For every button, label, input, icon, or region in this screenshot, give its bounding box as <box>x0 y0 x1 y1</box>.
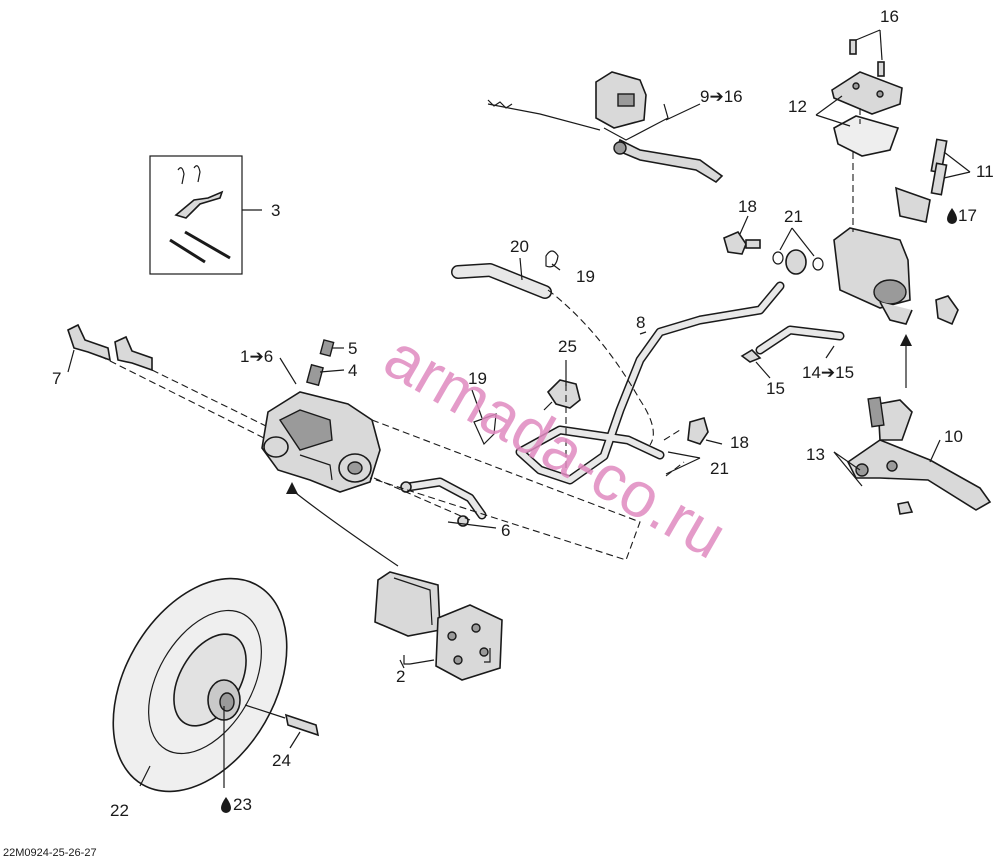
master-cylinder-clamp <box>895 186 931 223</box>
bleeder-cap <box>319 339 335 357</box>
callout-14-15[interactable]: 14➔15 <box>802 363 854 382</box>
callout-4[interactable]: 4 <box>348 361 357 380</box>
callout-18-lower[interactable]: 18 <box>730 433 749 452</box>
brake-pad-front <box>374 571 441 637</box>
brake-pad-rear <box>435 604 503 681</box>
callout-11[interactable]: 11 <box>976 162 994 181</box>
pad-spring-clip <box>400 477 487 527</box>
hose-clamp-lower <box>473 413 497 446</box>
callout-6[interactable]: 6 <box>501 521 510 540</box>
banjo-bolt-lower <box>687 417 709 445</box>
callout-19-lower[interactable]: 19 <box>468 369 487 388</box>
callout-23[interactable]: 23 <box>233 795 252 814</box>
callout-20[interactable]: 20 <box>510 237 529 256</box>
hose-guide <box>543 379 581 411</box>
callout-16[interactable]: 16 <box>880 7 899 26</box>
callout-3[interactable]: 3 <box>271 201 280 220</box>
callout-22[interactable]: 22 <box>110 801 129 820</box>
callout-7[interactable]: 7 <box>52 369 61 388</box>
callout-5[interactable]: 5 <box>348 339 357 358</box>
callout-18-upper[interactable]: 18 <box>738 197 757 216</box>
callout-2[interactable]: 2 <box>396 667 405 686</box>
caliper-bolt-2 <box>114 335 153 372</box>
callout-24[interactable]: 24 <box>272 751 291 770</box>
callout-19-upper[interactable]: 19 <box>576 267 595 286</box>
clamp-bolts <box>930 138 948 196</box>
rear-master-cylinder <box>595 71 724 184</box>
callout-12[interactable]: 12 <box>788 97 807 116</box>
protective-sleeve <box>451 263 552 299</box>
brake-disc <box>112 577 288 793</box>
parts-kit-box <box>149 155 243 275</box>
callout-10[interactable]: 10 <box>944 427 963 446</box>
callout-25[interactable]: 25 <box>558 337 577 356</box>
front-brake-lever <box>846 396 992 515</box>
caliper-bolt-1 <box>67 323 112 362</box>
front-master-cylinder-body <box>833 227 913 325</box>
callout-8[interactable]: 8 <box>636 313 645 332</box>
rear-brake-line <box>740 325 845 363</box>
callout-13[interactable]: 13 <box>806 445 825 464</box>
reservoir-cover <box>831 71 903 115</box>
hose-clamp-upper <box>545 250 559 268</box>
callout-labels: 1➔6 2 3 4 5 6 7 8 9➔16 10 11 12 13 14➔15… <box>52 7 994 820</box>
callout-17-group[interactable]: 17 <box>947 206 977 225</box>
brake-caliper <box>261 391 381 493</box>
figure-id: 22M0924-25-26-27 <box>3 847 97 859</box>
bleeder-screw <box>306 363 324 387</box>
callout-15[interactable]: 15 <box>766 379 785 398</box>
watermark: armada-co.ru <box>373 320 739 573</box>
reservoir-diaphragm <box>833 115 900 157</box>
main-brake-hose <box>515 281 785 485</box>
callout-21-upper[interactable]: 21 <box>784 207 803 226</box>
cover-screw-1 <box>849 39 857 55</box>
rubber-boot <box>935 295 959 326</box>
oil-drop-icon <box>221 797 231 813</box>
oil-drop-icon <box>947 208 957 224</box>
callout-17[interactable]: 17 <box>958 206 977 225</box>
callout-23-group[interactable]: 23 <box>221 795 252 814</box>
disc-key <box>244 704 320 737</box>
leader-lines <box>67 29 971 788</box>
banjo-bolt-upper <box>723 231 761 255</box>
callout-1[interactable]: 1➔6 <box>240 347 273 366</box>
cover-screw-2 <box>877 61 885 77</box>
callout-21-lower[interactable]: 21 <box>710 459 729 478</box>
assembly-lines <box>99 108 861 561</box>
callout-9-16[interactable]: 9➔16 <box>700 87 743 106</box>
banjo-fitting-upper <box>772 249 824 275</box>
assembly-arrows <box>286 334 912 567</box>
